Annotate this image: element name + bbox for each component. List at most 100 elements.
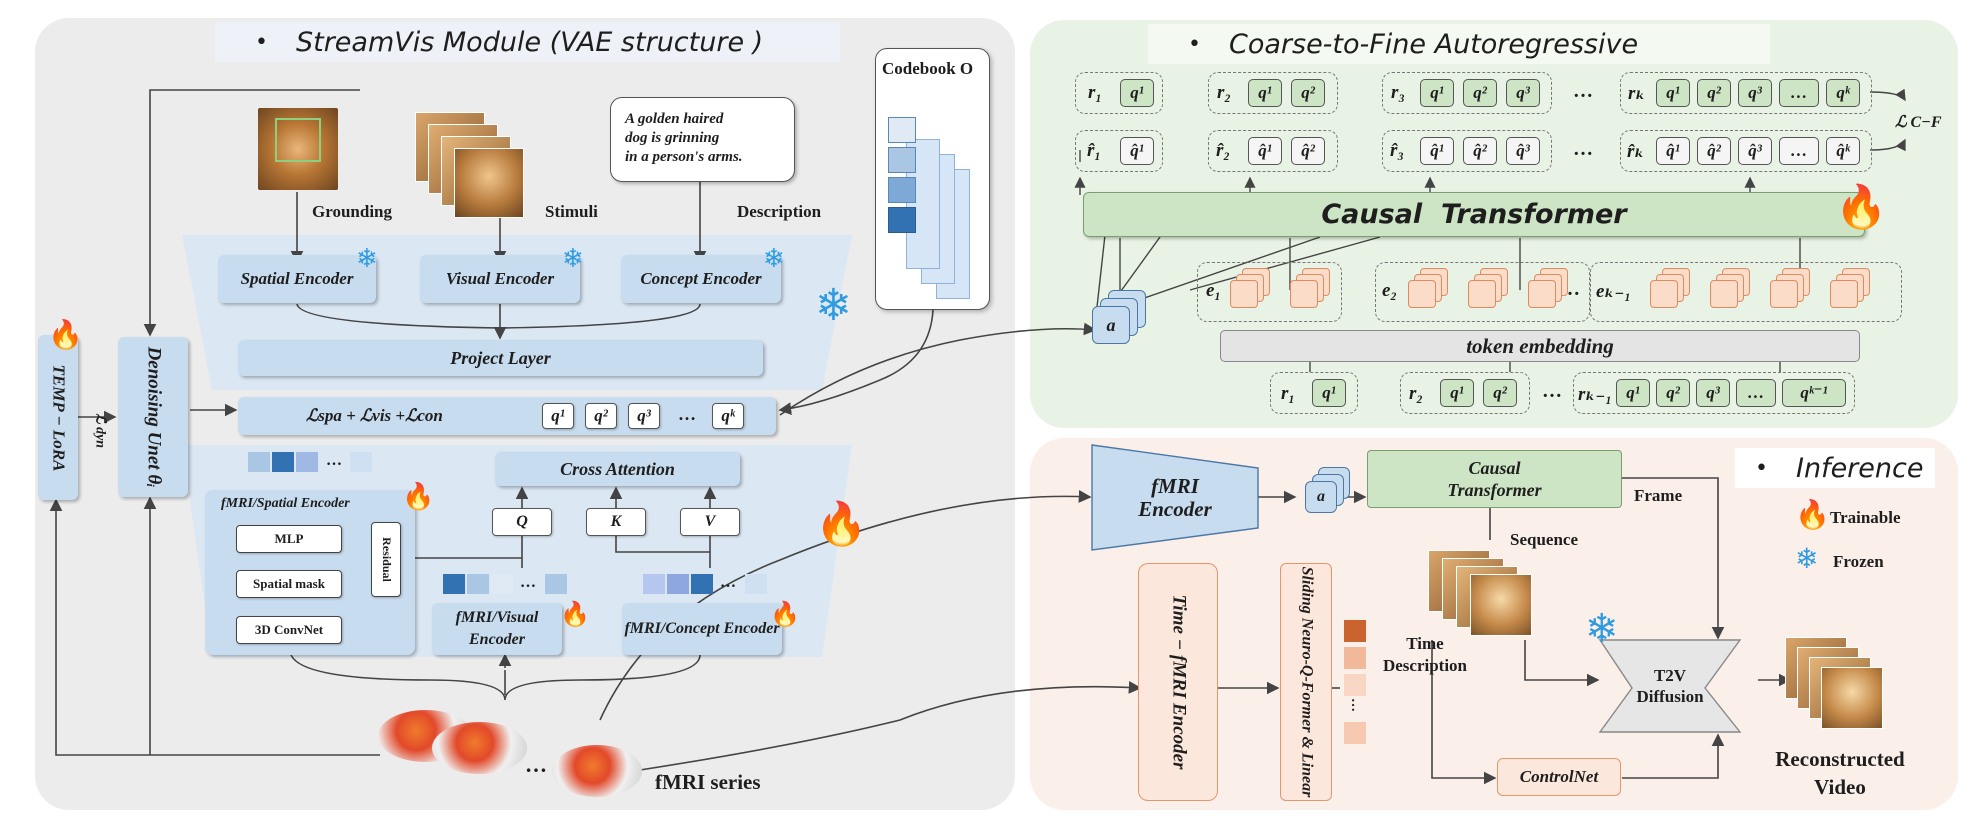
- bullet-icon: •: [1188, 31, 1201, 57]
- pred-q-token: q̂²: [1291, 137, 1325, 165]
- input-r: r₂: [1409, 383, 1424, 404]
- fmri-spatial-encoder-label: fMRI/Spatial Encoder: [221, 496, 350, 511]
- grounding-label: Grounding: [312, 202, 393, 221]
- input-dots: …: [1542, 380, 1562, 402]
- recon-frame-4: [1821, 667, 1883, 729]
- embedding-group-1: [1197, 262, 1342, 322]
- caption-line-1: A golden haired: [625, 111, 724, 127]
- feature-token: [350, 452, 372, 472]
- token-embedding: token embedding: [1220, 330, 1860, 362]
- residual-block: Residual: [371, 522, 401, 597]
- reconstructed-video-label: Reconstructed Video: [1775, 747, 1905, 799]
- codebook-entry: [888, 207, 916, 233]
- description-label: Description: [737, 202, 822, 221]
- pred-group-2: [1208, 130, 1338, 172]
- snowflake-icon: ❄: [815, 281, 852, 330]
- pred-r: r̂₃: [1390, 140, 1405, 161]
- time-token: [1344, 620, 1366, 642]
- project-layer: Project Layer: [238, 340, 763, 376]
- legend-frozen: Frozen: [1833, 552, 1884, 571]
- loss-formula: ℒspa + ℒvis +ℒcon: [306, 406, 443, 425]
- spatial-encoder: Spatial Encoder: [218, 255, 376, 303]
- flame-icon: 🔥: [48, 320, 83, 351]
- fmri-visual-encoder: fMRI/Visual Encoder: [432, 603, 562, 655]
- output-q-token: q²: [1697, 79, 1731, 107]
- pred-q-token: q̂²: [1697, 137, 1731, 165]
- caption-line-2: dog is grinning: [625, 130, 720, 146]
- legend-flame-icon: 🔥: [1795, 500, 1830, 531]
- flame-icon: 🔥: [1835, 185, 1888, 231]
- output-q-token: q³: [1738, 79, 1772, 107]
- output-q-token: q³: [1506, 79, 1540, 107]
- embedding-square: [1408, 280, 1436, 308]
- feature-token: [272, 452, 294, 472]
- fmri-concept-encoder: fMRI/Concept Encoder: [622, 603, 782, 655]
- bullet-icon: •: [1755, 455, 1768, 481]
- output-group-1: [1075, 72, 1163, 114]
- sliding-neuro-q-former: Sliding Neuro-Q-Former & Linear: [1280, 563, 1332, 801]
- input-r: rₖ₋₁: [1578, 384, 1612, 405]
- input-q-token: q¹: [1440, 379, 1474, 407]
- fmri-encoder-trapezoid-shape: [1091, 444, 1259, 551]
- frame-label: Frame: [1634, 486, 1683, 505]
- legend-trainable: Trainable: [1830, 508, 1901, 527]
- input-q-token: q¹: [1312, 379, 1346, 407]
- q-box: Q: [492, 508, 552, 536]
- pred-r: r̂₂: [1216, 140, 1231, 161]
- brain-image: [432, 722, 527, 774]
- flame-icon: 🔥: [815, 502, 868, 548]
- output-q-token: qᵏ: [1826, 79, 1860, 107]
- causal-transformer: Causal Transformer: [1083, 192, 1865, 237]
- streamvis-title: •StreamVis Module (VAE structure ): [215, 22, 840, 62]
- input-r: r₁: [1281, 383, 1296, 404]
- a-token: a: [1092, 306, 1130, 344]
- feature-token: [248, 452, 270, 472]
- input-q-token: q²: [1483, 379, 1517, 407]
- q-token: q¹: [542, 403, 574, 429]
- visual-token: [545, 574, 567, 594]
- t2v-diffusion-shape: [1598, 639, 1742, 733]
- sequence-label: Sequence: [1510, 530, 1578, 549]
- output-q-token: …: [1779, 79, 1819, 107]
- legend-snowflake-icon: ❄: [1795, 544, 1819, 575]
- output-r: rₖ: [1628, 83, 1646, 104]
- grounding-image: [258, 108, 338, 190]
- q-token: q²: [585, 403, 617, 429]
- snowflake-icon: ❄: [562, 244, 584, 273]
- time-token: [1344, 674, 1366, 696]
- input-q-token: qᵏ⁻¹: [1782, 379, 1846, 407]
- input-q-token: …: [1736, 379, 1776, 407]
- output-r: r₁: [1088, 82, 1103, 103]
- controlnet: ControlNet: [1497, 758, 1621, 796]
- embedding-square: [1770, 280, 1798, 308]
- t2v-diffusion: T2V Diffusion: [1636, 666, 1704, 706]
- fmri-encoder: fMRI Encoder: [1138, 473, 1212, 521]
- flame-icon: 🔥: [770, 602, 800, 628]
- input-group-1: [1270, 372, 1358, 414]
- visual-token: [443, 574, 465, 594]
- time-description-label: Time Description: [1382, 634, 1468, 675]
- pred-group-k: [1620, 130, 1872, 172]
- time-token: [1344, 647, 1366, 669]
- spatial-mask-block: Spatial mask: [236, 570, 342, 598]
- denoising-unet: Denoising Unet θᵢ: [118, 337, 188, 497]
- v-box: V: [680, 508, 740, 536]
- pred-group-3: [1382, 130, 1552, 172]
- output-r: r₂: [1217, 82, 1232, 103]
- output-q-token: q¹: [1656, 79, 1690, 107]
- input-q-token: q¹: [1616, 379, 1650, 407]
- concept-token: [667, 574, 689, 594]
- embedding-square: [1710, 280, 1738, 308]
- cross-attention: Cross Attention: [495, 452, 740, 486]
- visual-token: [491, 574, 513, 594]
- loss-bar: ℒspa + ℒvis +ℒcon: [238, 397, 776, 435]
- pred-q-token: q̂¹: [1656, 137, 1690, 165]
- pred-q-token: q̂³: [1506, 137, 1540, 165]
- output-group-k: [1620, 72, 1872, 114]
- codebook-stack-mid1: [906, 139, 940, 269]
- input-q-token: q³: [1696, 379, 1730, 407]
- embedding-group-k: [1590, 262, 1902, 322]
- output-q-token: q¹: [1420, 79, 1454, 107]
